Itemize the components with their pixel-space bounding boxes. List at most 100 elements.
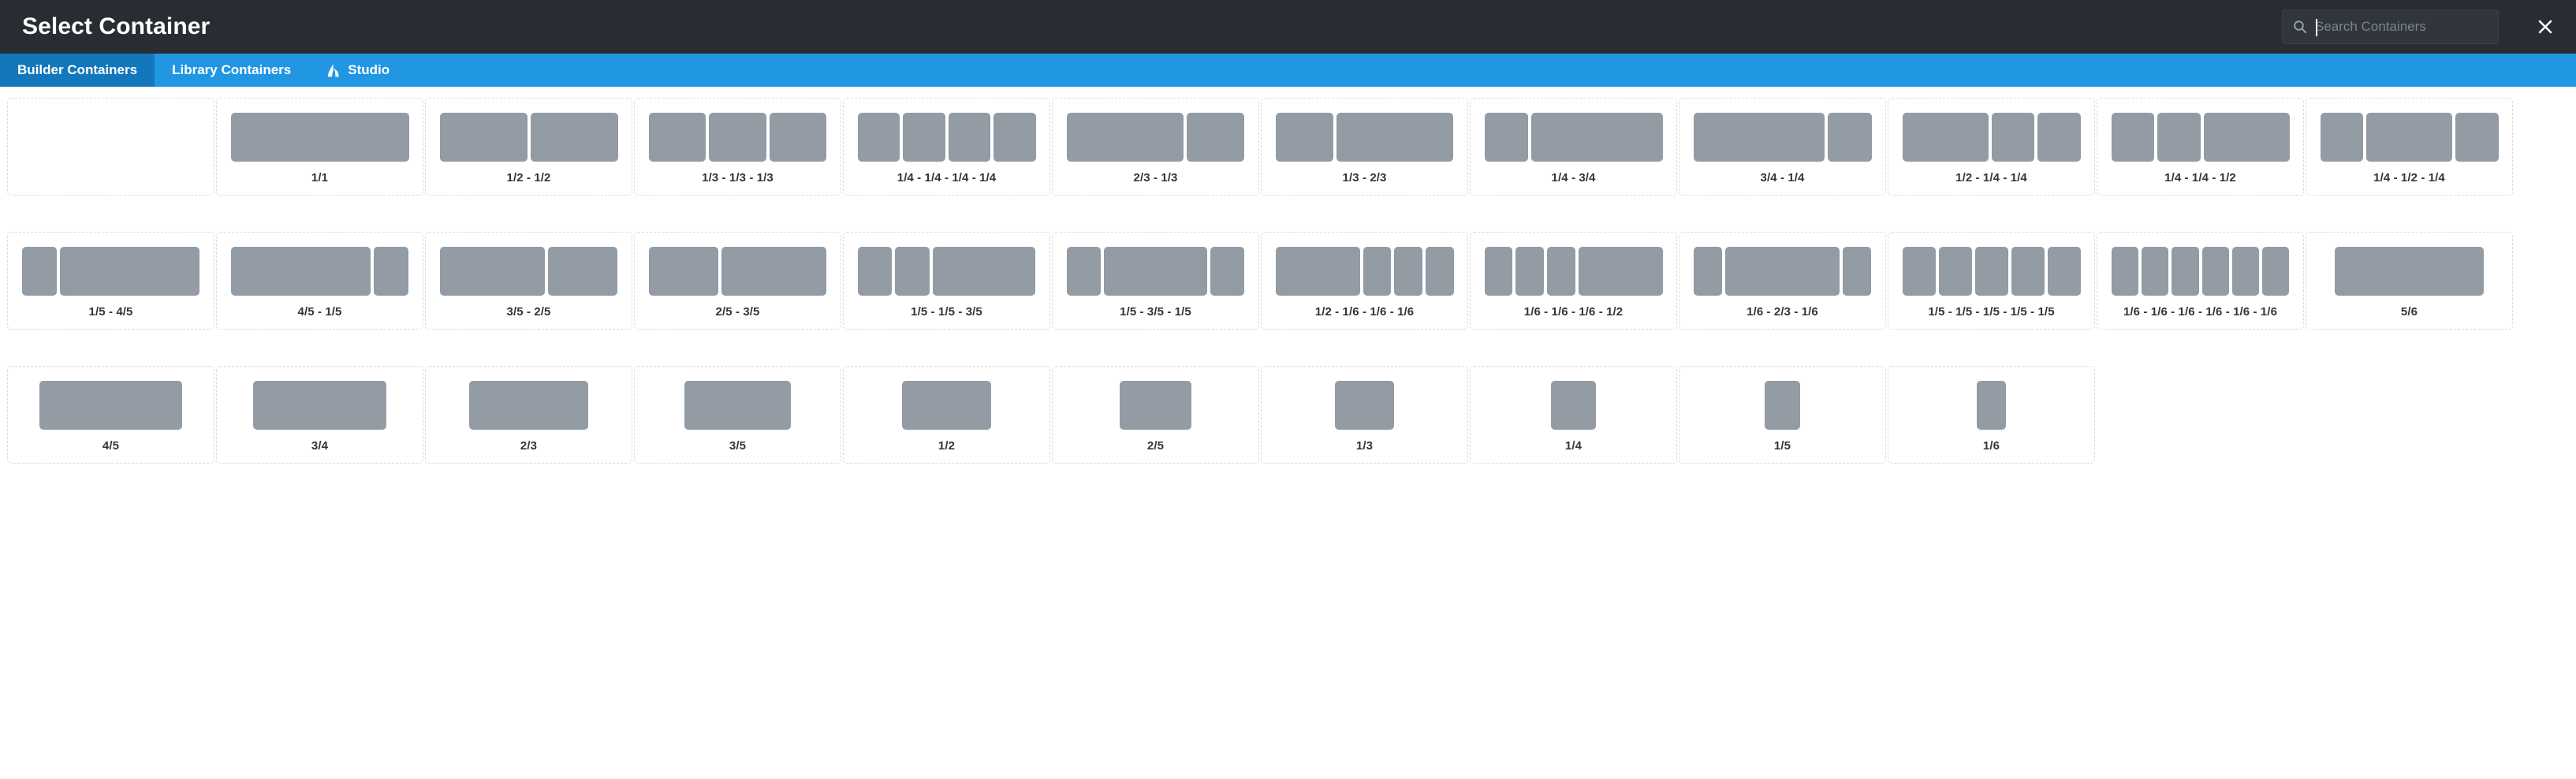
container-block	[2047, 247, 2081, 296]
container-option-card[interactable]: 3/5 - 2/5	[425, 232, 632, 330]
container-block	[684, 381, 792, 430]
container-option-card[interactable]: 1/4	[1470, 366, 1677, 464]
container-option-card[interactable]	[7, 98, 214, 196]
container-block	[252, 381, 387, 430]
container-block	[1976, 381, 2007, 430]
container-option-card[interactable]: 2/5	[1052, 366, 1259, 464]
container-block	[21, 247, 57, 296]
tab-builder-containers[interactable]: Builder Containers	[0, 54, 155, 87]
header-actions	[2282, 0, 2576, 54]
container-label: 1/4 - 1/4 - 1/2	[2164, 171, 2236, 184]
container-block	[1902, 247, 1936, 296]
container-label: 3/5 - 2/5	[506, 305, 551, 319]
search-icon	[2292, 19, 2308, 35]
container-option-card[interactable]: 1/5	[1679, 366, 1886, 464]
container-block	[1843, 247, 1872, 296]
container-preview	[439, 247, 618, 296]
container-option-card[interactable]: 1/6 - 1/6 - 1/6 - 1/6 - 1/6 - 1/6	[2097, 232, 2304, 330]
container-preview	[858, 381, 1036, 430]
container-preview	[1276, 381, 1454, 430]
container-block	[1275, 247, 1360, 296]
container-option-card[interactable]: 1/6	[1888, 366, 2095, 464]
container-option-card[interactable]: 1/5 - 4/5	[7, 232, 214, 330]
container-block	[2366, 113, 2452, 162]
container-block	[1991, 113, 2034, 162]
container-option-card[interactable]: 1/5 - 1/5 - 3/5	[843, 232, 1050, 330]
search-container[interactable]	[2282, 9, 2499, 44]
container-preview	[22, 381, 200, 430]
container-option-card[interactable]: 3/4	[216, 366, 423, 464]
container-block	[39, 381, 182, 430]
container-option-card[interactable]: 1/4 - 3/4	[1470, 98, 1677, 196]
container-block	[769, 113, 827, 162]
container-option-card[interactable]: 1/2 - 1/6 - 1/6 - 1/6	[1261, 232, 1468, 330]
container-option-card[interactable]: 1/6 - 1/6 - 1/6 - 1/2	[1470, 232, 1677, 330]
container-block	[1394, 247, 1422, 296]
container-preview	[22, 113, 200, 162]
container-option-card[interactable]: 2/3 - 1/3	[1052, 98, 1259, 196]
container-option-card[interactable]: 1/5 - 1/5 - 1/5 - 1/5 - 1/5	[1888, 232, 2095, 330]
container-label: 1/5 - 4/5	[88, 305, 133, 319]
container-block	[1578, 247, 1663, 296]
container-block	[2141, 247, 2169, 296]
container-block	[857, 247, 893, 296]
container-block	[1275, 113, 1334, 162]
container-block	[2455, 113, 2499, 162]
container-label: 1/2 - 1/4 - 1/4	[1955, 171, 2027, 184]
container-option-card[interactable]: 1/5 - 3/5 - 1/5	[1052, 232, 1259, 330]
container-block	[1186, 113, 1245, 162]
container-preview	[2320, 113, 2499, 162]
tab-studio[interactable]: Studio	[308, 54, 407, 87]
container-preview	[1694, 381, 1872, 430]
container-label: 4/5 - 1/5	[297, 305, 342, 319]
container-preview	[230, 247, 409, 296]
container-option-card[interactable]: 1/6 - 2/3 - 1/6	[1679, 232, 1886, 330]
container-block	[1974, 247, 2008, 296]
studio-logo-icon	[326, 63, 341, 78]
container-option-card[interactable]: 3/4 - 1/4	[1679, 98, 1886, 196]
container-preview	[440, 381, 618, 430]
container-option-card[interactable]: 4/5	[7, 366, 214, 464]
container-label: 2/5	[1146, 439, 1165, 453]
container-option-card[interactable]: 1/3	[1261, 366, 1468, 464]
container-option-card[interactable]: 4/5 - 1/5	[216, 232, 423, 330]
container-block	[230, 247, 371, 296]
container-option-card[interactable]: 1/4 - 1/4 - 1/4 - 1/4	[843, 98, 1050, 196]
container-option-card[interactable]: 2/3	[425, 366, 632, 464]
tab-label: Library Containers	[172, 62, 292, 77]
container-preview	[21, 247, 200, 296]
container-preview	[1484, 113, 1663, 162]
container-label: 2/3 - 1/3	[1133, 171, 1178, 184]
container-block	[469, 381, 588, 430]
container-preview	[649, 381, 827, 430]
container-block	[1693, 113, 1825, 162]
container-label: 2/5 - 3/5	[715, 305, 760, 319]
container-block	[721, 247, 827, 296]
container-block	[230, 113, 409, 162]
container-option-card[interactable]: 1/1	[216, 98, 423, 196]
container-label: 1/2	[938, 439, 956, 453]
container-preview	[648, 113, 827, 162]
container-preview	[1485, 381, 1663, 430]
container-block	[709, 113, 766, 162]
container-label: 1/2 - 1/2	[506, 171, 551, 184]
container-option-card[interactable]: 3/5	[634, 366, 841, 464]
container-preview	[648, 247, 827, 296]
container-option-card[interactable]: 1/4 - 1/2 - 1/4	[2306, 98, 2513, 196]
container-preview	[1066, 247, 1245, 296]
tab-library-containers[interactable]: Library Containers	[155, 54, 308, 87]
container-option-card[interactable]: 5/6	[2306, 232, 2513, 330]
container-preview	[2111, 247, 2290, 296]
container-option-card[interactable]: 1/3 - 1/3 - 1/3	[634, 98, 841, 196]
container-preview	[1484, 247, 1663, 296]
container-option-card[interactable]: 1/2 - 1/2	[425, 98, 632, 196]
container-label: 1/6	[1982, 439, 2000, 453]
container-label: 3/5	[729, 439, 747, 453]
search-input[interactable]	[2308, 10, 2490, 43]
container-option-card[interactable]: 1/2	[843, 366, 1050, 464]
container-option-card[interactable]: 1/4 - 1/4 - 1/2	[2097, 98, 2304, 196]
container-option-card[interactable]: 1/3 - 2/3	[1261, 98, 1468, 196]
container-option-card[interactable]: 1/2 - 1/4 - 1/4	[1888, 98, 2095, 196]
close-icon[interactable]	[2532, 13, 2559, 40]
container-option-card[interactable]: 2/5 - 3/5	[634, 232, 841, 330]
